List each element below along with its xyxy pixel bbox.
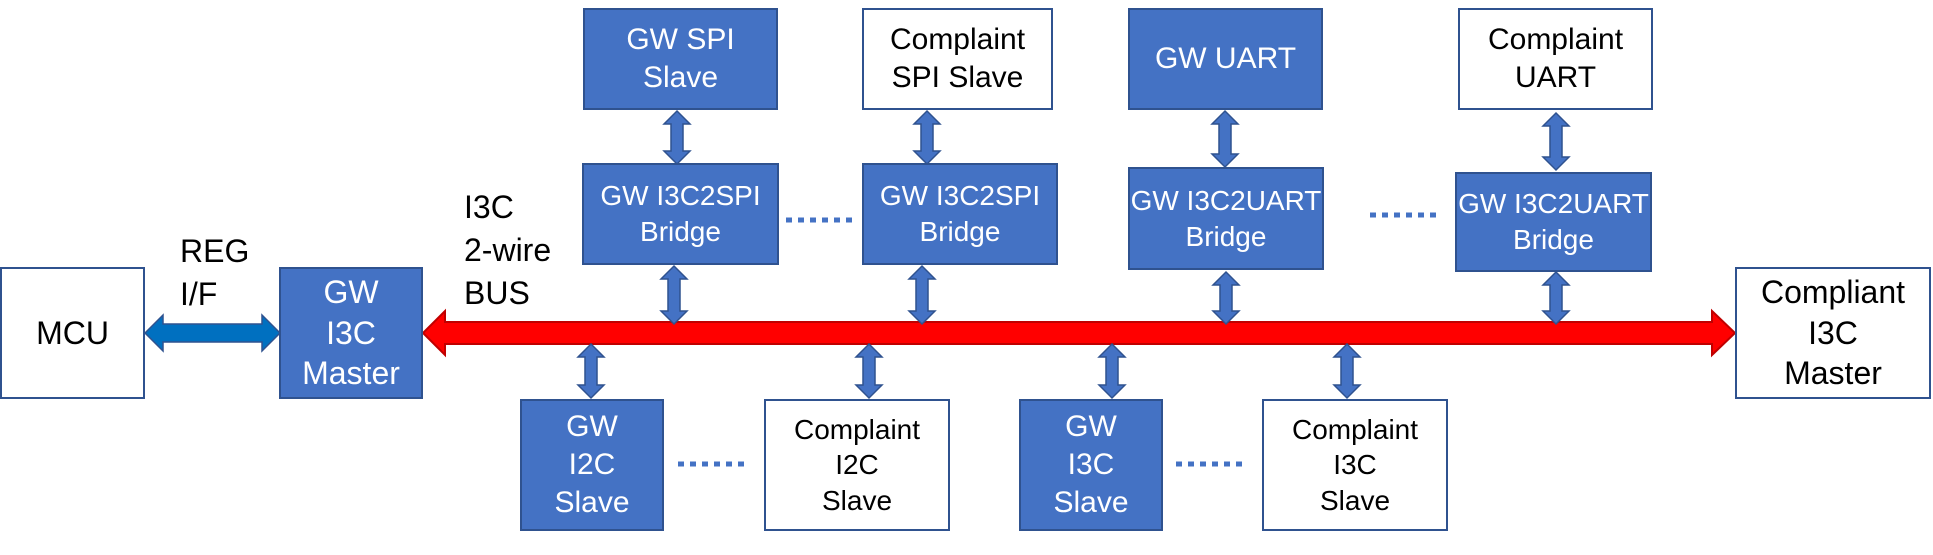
gw-spi-slave-box: GW SPI Slave: [583, 8, 778, 110]
gw-i2c-slave-box: GW I2C Slave: [520, 399, 664, 531]
gw-i3c2spi-bridge-2-box: GW I3C2SPI Bridge: [862, 163, 1058, 265]
connector-arrow: [659, 264, 689, 326]
connector-arrow: [1210, 109, 1240, 169]
connector-arrow: [576, 342, 606, 400]
reg-if-arrow: [143, 313, 282, 353]
gw-i3c2uart-bridge-2-box: GW I3C2UART Bridge: [1455, 172, 1652, 272]
complaint-i2c-slave-box: Complaint I2C Slave: [764, 399, 950, 531]
connector-arrow: [1541, 270, 1571, 326]
gw-i3c2uart-bridge-1-box: GW I3C2UART Bridge: [1128, 167, 1324, 270]
gw-i3c-slave-box: GW I3C Slave: [1019, 399, 1163, 531]
compliant-i3c-master-box: Compliant I3C Master: [1735, 267, 1931, 399]
gw-i3c2spi-bridge-1-box: GW I3C2SPI Bridge: [582, 163, 779, 265]
gw-uart-box: GW UART: [1128, 8, 1323, 110]
connector-arrow: [854, 342, 884, 400]
connector-arrow: [1097, 342, 1127, 400]
connector-arrow: [907, 264, 937, 326]
connector-arrow: [662, 109, 692, 166]
i3c-bus-label: I3C 2-wire BUS: [464, 189, 552, 312]
connector-arrow: [1541, 111, 1571, 172]
i3c-bus-arrow: [421, 308, 1737, 358]
gw-i3c-master-box: GW I3C Master: [279, 267, 423, 399]
connector-arrow: [1332, 342, 1362, 400]
connector-arrow: [912, 109, 942, 166]
complaint-i3c-slave-box: Complaint I3C Slave: [1262, 399, 1448, 531]
connector-arrow: [1211, 270, 1241, 326]
mcu-box: MCU: [0, 267, 145, 399]
complaint-spi-slave-box: Complaint SPI Slave: [862, 8, 1053, 110]
complaint-uart-box: Complaint UART: [1458, 8, 1653, 110]
reg-if-label: REG I/F: [180, 233, 250, 313]
